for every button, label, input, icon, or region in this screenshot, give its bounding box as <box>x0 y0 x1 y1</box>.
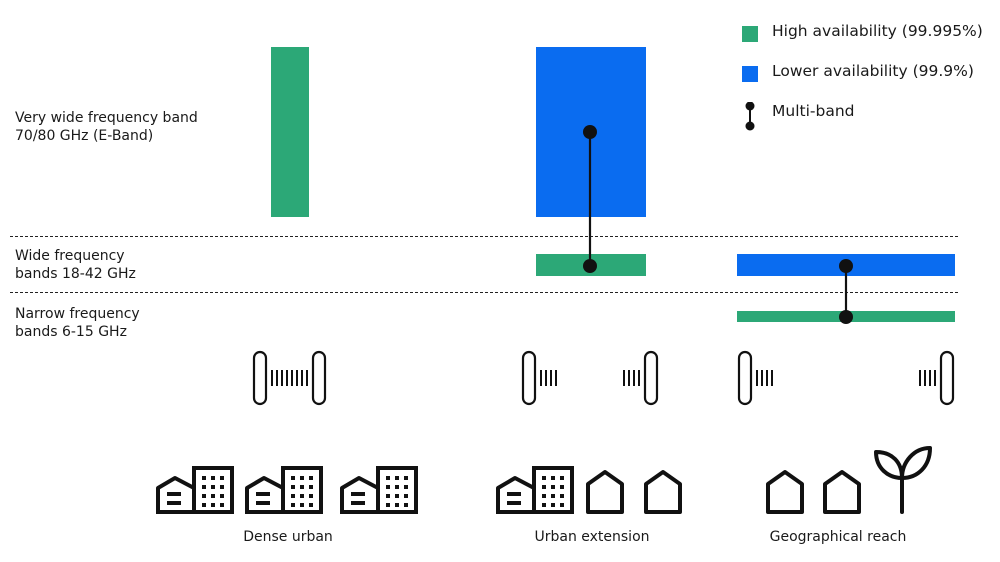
geographical-houses-icon <box>766 470 861 514</box>
band-label-wide-line1: Wide frequency <box>15 248 125 264</box>
antenna-icon <box>252 350 268 406</box>
band-label-wide: Wide frequency bands 18-42 GHz <box>15 247 136 283</box>
band-label-wide-line2: bands 18-42 GHz <box>15 266 136 282</box>
scenario-label-dense-urban: Dense urban <box>243 529 333 545</box>
geographical-multi-band-connector <box>839 259 853 324</box>
geographical-link-icon <box>737 350 955 406</box>
antenna-icon <box>939 350 955 406</box>
scenario-label-urban-extension: Urban extension <box>534 529 650 545</box>
legend-label-high: High availability (99.995%) <box>772 22 983 40</box>
band-label-narrow-line1: Narrow frequency <box>15 306 140 322</box>
band-label-very-wide-line1: Very wide frequency band <box>15 110 198 126</box>
antenna-icon <box>737 350 753 406</box>
dense-urban-buildings-icon <box>154 466 420 514</box>
dense-urban-eband-high-bar <box>271 47 309 217</box>
urban-extension-buildings-icon <box>494 466 682 514</box>
dense-urban-link-icon <box>252 350 327 406</box>
divider-lower <box>10 292 958 293</box>
urban-extension-multi-band-connector <box>583 125 597 273</box>
band-label-narrow-line2: bands 6-15 GHz <box>15 324 127 340</box>
blue-square-swatch <box>742 66 758 82</box>
legend-label-multiband: Multi-band <box>772 102 855 120</box>
plant-icon <box>874 446 932 514</box>
multi-band-connector-icon <box>745 102 755 131</box>
scenario-label-geographical-reach: Geographical reach <box>769 529 907 545</box>
urban-extension-link-icon <box>521 350 659 406</box>
band-label-narrow: Narrow frequency bands 6-15 GHz <box>15 305 140 341</box>
divider-upper <box>10 236 958 237</box>
legend-label-lower: Lower availability (99.9%) <box>772 62 974 80</box>
green-square-swatch <box>742 26 758 42</box>
band-label-very-wide-line2: 70/80 GHz (E-Band) <box>15 128 154 144</box>
antenna-icon <box>643 350 659 406</box>
band-label-very-wide: Very wide frequency band 70/80 GHz (E-Ba… <box>15 109 198 145</box>
antenna-icon <box>311 350 327 406</box>
antenna-icon <box>521 350 537 406</box>
